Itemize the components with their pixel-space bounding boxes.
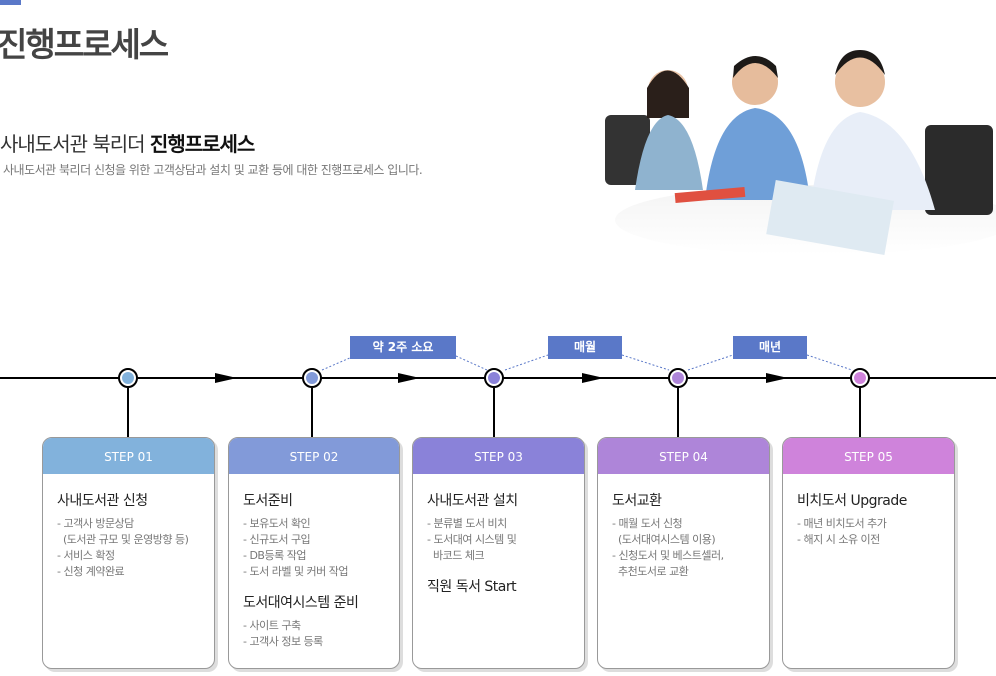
step-card: STEP 05 비치도서 Upgrade - 매년 비치도서 추가 - 해지 시 소유… [782,437,955,669]
step-item: - DB등록 작업 [243,549,306,562]
step-title: 도서준비 [243,493,293,509]
step-item: - 매월 도서 신청 [612,517,683,530]
step-item: - 매년 비치도서 추가 [797,517,887,530]
section-title-bold: 진행프로세스 [149,132,255,156]
step-card: STEP 02 도서준비 - 보유도서 확인 - 신규도서 구입 - DB등록 작업 - … [228,437,400,669]
step-item: - 신규도서 구입 [243,533,311,546]
step-item: - 서비스 확정 [57,549,115,562]
duration-label: 매년 [733,336,807,359]
step-item: 추천도서로 교환 [612,565,689,578]
arrow-icon [215,373,237,383]
step-item: (도서관 규모 및 운영방향 등) [57,533,189,546]
step-item: - 도서 라벨 및 커버 작업 [243,565,349,578]
section-title: 사내도서관 북리더 진행프로세스 [0,128,255,157]
step-title: 사내도서관 설치 [427,493,518,509]
step-header: STEP 02 [229,438,399,474]
duration-label: 매월 [548,336,622,359]
step-header: STEP 05 [783,438,954,474]
step-title: 도서대여시스템 준비 [243,595,359,611]
step-item: - 사이트 구축 [243,619,301,632]
step-header: STEP 01 [43,438,214,474]
step-card: STEP 01 사내도서관 신청 - 고객사 방문상담 (도서관 규모 및 운영방향… [42,437,215,669]
step-item: - 고객사 방문상담 [57,517,134,530]
duration-connector [321,355,488,371]
step-item: - 신청 계약완료 [57,565,125,578]
step-title: 직원 독서 Start [427,579,517,595]
step-item: - 해지 시 소유 이전 [797,533,880,546]
page-title: 진행프로세스 [0,25,169,64]
section-description: 사내도서관 북리더 신청을 위한 고객상담과 설치 및 교환 등에 대한 진행프… [3,163,423,177]
step-item: - 고객사 정보 등록 [243,635,323,648]
step-title: 도서교환 [612,493,662,509]
business-people-photo [605,50,996,256]
arrow-icon [766,373,788,383]
step-item: - 보유도서 확인 [243,517,311,530]
duration-label: 약 2주 소요 [350,336,456,359]
step-item: - 분류별 도서 비치 [427,517,507,530]
step-title: 비치도서 Upgrade [797,493,907,509]
step-card: STEP 04 도서교환 - 매월 도서 신청 (도서대여시스템 이용) - 신청도서… [597,437,770,669]
step-card: STEP 03 사내도서관 설치 - 분류별 도서 비치 - 도서대여 시스템 및 바… [412,437,585,669]
accent-bar [0,0,21,5]
step-header: STEP 04 [598,438,769,474]
step-header: STEP 03 [413,438,584,474]
arrow-icon [398,373,420,383]
arrow-icon [582,373,604,383]
step-item: (도서대여시스템 이용) [612,533,716,546]
step-item: - 신청도서 및 베스트셀러, [612,549,724,562]
duration-connector [504,354,670,371]
step-item: 바코드 체크 [427,549,485,562]
step-title: 사내도서관 신청 [57,493,148,509]
step-item: - 도서대여 시스템 및 [427,533,517,546]
section-title-normal: 사내도서관 북리더 [0,132,150,156]
